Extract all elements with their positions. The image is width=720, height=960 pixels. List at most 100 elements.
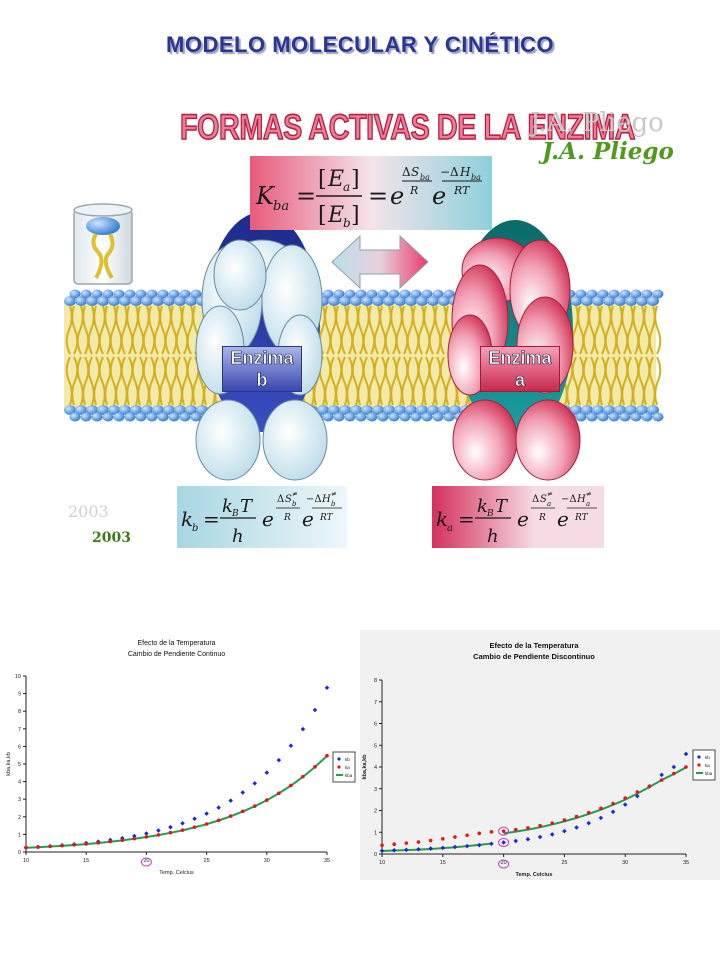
lipid-tube-icon bbox=[73, 203, 133, 285]
data-point-ka bbox=[647, 784, 652, 788]
svg-text:=: = bbox=[296, 182, 316, 210]
svg-text:k: k bbox=[222, 496, 233, 517]
data-point-ka bbox=[611, 801, 615, 806]
legend-label: ka bbox=[705, 763, 710, 768]
data-point-ka bbox=[416, 840, 421, 844]
y-tick-label: 6 bbox=[18, 744, 21, 750]
data-point-ka bbox=[96, 841, 101, 845]
svg-text:S: S bbox=[540, 494, 547, 505]
year-watermark: 2003 bbox=[68, 502, 109, 521]
data-point-ka bbox=[120, 838, 125, 843]
svg-text:R: R bbox=[283, 513, 291, 523]
data-point-ka bbox=[441, 836, 445, 841]
author-signature: J.A. Pliego bbox=[542, 138, 674, 165]
svg-text:T: T bbox=[240, 496, 254, 517]
svg-text:≠: ≠ bbox=[547, 490, 553, 498]
data-point-ka bbox=[301, 774, 305, 779]
y-axis-label: kba,ka,kb bbox=[362, 754, 368, 780]
svg-text:e: e bbox=[432, 182, 446, 210]
legend-label: kb bbox=[345, 757, 350, 762]
svg-text:R: R bbox=[409, 184, 418, 197]
svg-text:−Δ: −Δ bbox=[306, 494, 322, 505]
data-point-kb bbox=[586, 820, 591, 826]
data-point-kb bbox=[276, 757, 282, 763]
enzyme-b-label-line2: b bbox=[256, 370, 268, 391]
data-point-ka bbox=[465, 833, 469, 838]
x-tick-label: 15 bbox=[83, 858, 89, 864]
data-point-ka bbox=[180, 828, 185, 832]
y-tick-label: 9 bbox=[18, 692, 21, 698]
y-tick-label: 7 bbox=[374, 700, 377, 706]
svg-text:E: E bbox=[327, 167, 344, 192]
y-tick-label: 0 bbox=[374, 852, 377, 858]
enzyme-a-label-line2: a bbox=[514, 370, 526, 391]
svg-text:RT: RT bbox=[319, 513, 334, 523]
y-tick-label: 8 bbox=[18, 709, 21, 715]
data-point-ka bbox=[672, 771, 676, 776]
data-point-ka bbox=[204, 822, 209, 826]
y-tick-label: 3 bbox=[374, 787, 377, 793]
svg-text:E: E bbox=[327, 203, 344, 228]
x-tick-label: 30 bbox=[622, 860, 628, 866]
svg-text:H: H bbox=[576, 494, 586, 505]
y-tick-label: 10 bbox=[15, 674, 21, 680]
x-tick-label: 35 bbox=[324, 858, 330, 864]
y-tick-label: 6 bbox=[374, 722, 377, 728]
data-point-ka bbox=[36, 845, 40, 849]
data-point-ka bbox=[513, 827, 518, 832]
data-point-kb bbox=[428, 846, 433, 851]
x-tick-label: 20 bbox=[501, 860, 507, 866]
svg-text:k: k bbox=[436, 507, 448, 531]
x-tick-label: 30 bbox=[264, 858, 270, 864]
data-point-ka bbox=[574, 814, 579, 819]
svg-text:a: a bbox=[343, 180, 350, 194]
enzyme-a-label-line1: Enzima bbox=[488, 348, 552, 369]
svg-text:b: b bbox=[343, 216, 351, 230]
svg-text:≠: ≠ bbox=[292, 490, 298, 498]
y-tick-label: 0 bbox=[18, 850, 21, 856]
data-point-ka bbox=[108, 839, 113, 844]
svg-text:k: k bbox=[477, 496, 488, 517]
data-point-ka bbox=[526, 826, 530, 830]
svg-text:S: S bbox=[285, 494, 292, 505]
data-point-ka bbox=[392, 842, 396, 847]
series-kba-line bbox=[503, 766, 687, 835]
equilibrium-double-arrow bbox=[331, 234, 429, 290]
data-point-ka bbox=[501, 829, 506, 833]
svg-text:S: S bbox=[411, 165, 419, 179]
x-tick-label: 20 bbox=[143, 858, 149, 864]
y-tick-label: 8 bbox=[374, 678, 377, 684]
svg-text:a: a bbox=[586, 500, 590, 508]
svg-text:e: e bbox=[557, 507, 569, 531]
svg-text:ba: ba bbox=[273, 199, 289, 214]
legend-label: kb bbox=[705, 755, 710, 760]
svg-text:e: e bbox=[390, 182, 404, 210]
legend-label: kba bbox=[705, 771, 713, 776]
y-tick-label: 1 bbox=[374, 830, 377, 836]
data-point-kb bbox=[635, 793, 640, 799]
data-point-kb bbox=[549, 832, 555, 837]
y-tick-label: 2 bbox=[374, 809, 377, 815]
svg-text:B: B bbox=[486, 509, 494, 519]
data-point-ka bbox=[228, 814, 233, 818]
svg-text:B: B bbox=[231, 509, 239, 519]
data-point-ka bbox=[404, 841, 409, 845]
data-point-ka bbox=[684, 765, 688, 769]
data-point-kb bbox=[659, 772, 664, 778]
svg-text:≠: ≠ bbox=[586, 490, 592, 498]
svg-text:≠: ≠ bbox=[331, 490, 337, 498]
svg-text:ba: ba bbox=[420, 173, 430, 182]
data-point-kb bbox=[598, 815, 604, 821]
data-point-ka bbox=[144, 835, 149, 839]
highlight-circle bbox=[140, 857, 152, 867]
svg-text:−Δ: −Δ bbox=[440, 165, 459, 179]
banner-title: FORMAS ACTIVAS DE LA ENZIMA bbox=[179, 107, 636, 148]
y-tick-label: 5 bbox=[374, 743, 377, 749]
data-point-ka bbox=[623, 796, 627, 800]
data-point-kb bbox=[622, 802, 628, 807]
data-point-ka bbox=[84, 842, 88, 846]
series-kba-line bbox=[25, 755, 328, 849]
data-point-ka bbox=[168, 830, 173, 835]
